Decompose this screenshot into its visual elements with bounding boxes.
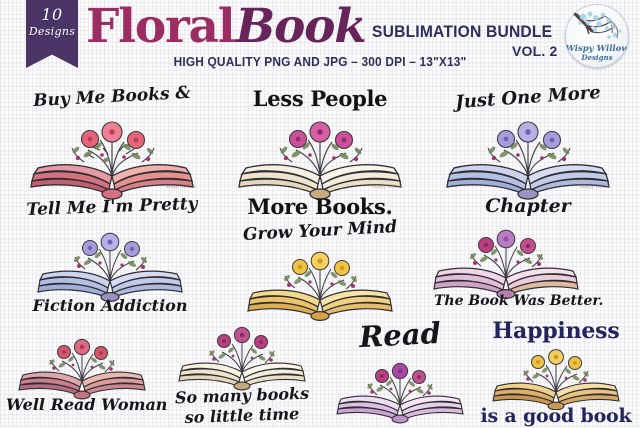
floral-book-art xyxy=(178,326,306,391)
design-caption-top: Happiness xyxy=(492,318,620,344)
floral-book-art xyxy=(336,362,464,424)
design-caption-top: Grow Your Mind xyxy=(242,216,398,246)
design-tile-grow-your-mind[interactable]: Grow Your Mind xyxy=(228,217,412,324)
design-caption-bottom: Fiction Addiction xyxy=(32,296,188,315)
logo-line2: Designs xyxy=(581,52,613,62)
page-title: FloralBook xyxy=(86,0,367,54)
floral-book-art: Wispy Willow xyxy=(30,121,196,200)
floral-book-art xyxy=(18,338,146,400)
svg-text:Wispy Willow: Wispy Willow xyxy=(372,184,402,190)
floral-book-art: Wispy Willow xyxy=(238,121,402,200)
floral-book-art: Wispy Willow xyxy=(446,121,610,200)
design-tile-well-read-woman[interactable]: Well Read Woman xyxy=(6,332,168,424)
logo-text: Wispy Willow Designs xyxy=(565,43,629,62)
brand-logo: Wispy Willow Designs xyxy=(565,4,629,68)
volume-label: VOL. 2 xyxy=(512,43,558,59)
svg-text:Wispy Willow: Wispy Willow xyxy=(166,184,196,190)
design-caption-top: Buy Me Books & xyxy=(32,82,192,112)
design-caption-top: Less People xyxy=(252,86,388,111)
logo-line1: Wispy Willow xyxy=(565,43,629,54)
design-tile-just-one-more[interactable]: Just One More xyxy=(430,82,626,217)
header-banner: 10 Designs FloralBook SUBLIMATION BUNDLE… xyxy=(0,0,640,80)
title-word-book: Book xyxy=(235,0,366,54)
design-caption-bottom: Well Read Woman xyxy=(6,395,168,414)
floral-book-art xyxy=(247,251,393,321)
willow-tree-icon xyxy=(569,8,622,39)
floral-book-art xyxy=(433,229,579,299)
subtitle: SUBLIMATION BUNDLE xyxy=(372,22,553,41)
design-caption-bottom: The Book Was Better. xyxy=(434,293,604,309)
design-caption-top: Read xyxy=(358,315,442,355)
design-tile-read[interactable]: Read xyxy=(324,316,476,424)
design-tile-happiness[interactable]: Happiness xyxy=(478,318,634,427)
floral-book-art xyxy=(37,232,183,302)
design-tile-book-was-better[interactable]: The Book Was Better. xyxy=(424,222,620,324)
specs-line: HIGH QUALITY PNG AND JPG – 300 DPI – 13"… xyxy=(173,55,467,69)
design-caption-bottom: Chapter xyxy=(485,195,571,217)
design-caption-bottom: is a good book xyxy=(480,405,632,427)
floral-book-art xyxy=(492,349,620,410)
svg-text:Wispy Willow: Wispy Willow xyxy=(580,184,610,190)
ribbon-count: 10 xyxy=(41,5,63,24)
design-caption-bottom: More Books. xyxy=(247,194,393,219)
ribbon-label: Designs xyxy=(28,25,76,38)
design-tile-buy-me-books[interactable]: Buy Me Books & xyxy=(14,83,210,220)
design-tile-so-many-books[interactable]: So many books so little time xyxy=(166,325,318,427)
design-caption-line2: so little time xyxy=(184,404,300,427)
title-word-floral: Floral xyxy=(86,0,236,54)
design-tile-less-people[interactable]: Less People xyxy=(222,86,418,219)
design-tile-fiction-addiction[interactable]: Fiction Addiction xyxy=(20,225,200,321)
